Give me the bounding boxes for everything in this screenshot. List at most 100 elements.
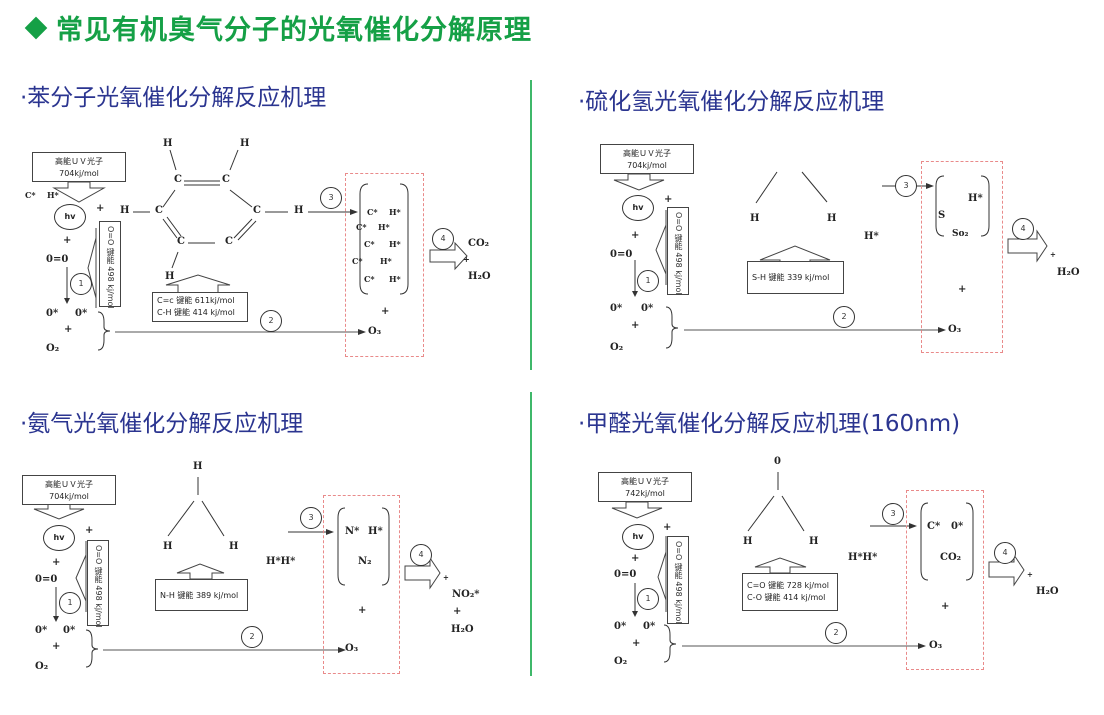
oxygen-bond-box: O=O 键能 498 kj/mol (99, 221, 121, 309)
plus-sign: + (63, 235, 72, 246)
vertical-divider-bottom (530, 392, 532, 676)
step-1-circle: 1 (70, 273, 92, 295)
plus-sign: + (631, 553, 640, 564)
step-3-circle: 3 (895, 175, 917, 197)
uv-down-arrow-icon (33, 502, 85, 520)
oxygen-bond-box: O=O 键能 498 kj/mol (667, 536, 689, 624)
step-1-circle: 1 (637, 270, 659, 292)
intermediate: S (938, 210, 946, 221)
section-title-h2s: ·硫化氢光氧催化分解反应机理 (578, 89, 885, 115)
bracket-line (359, 183, 369, 295)
bond-energy-ch: C-H 键能 414 kj/mol (157, 308, 235, 317)
plus-sign: + (85, 525, 94, 536)
step-4-circle: 4 (994, 542, 1016, 564)
o-radical: 0* (614, 621, 627, 632)
section-title-benzene: ·苯分子光氧催化分解反应机理 (20, 85, 327, 111)
step-4-circle: 4 (1012, 218, 1034, 240)
bond-line (162, 189, 176, 208)
step2-arrow-icon (938, 327, 946, 333)
step4-arrow-icon (988, 553, 1025, 587)
bond-energy-co-single: C-O 键能 414 kj/mol (747, 593, 826, 602)
plus-sign: + (381, 306, 390, 317)
uv-down-arrow-icon (611, 501, 663, 519)
intermediate: H* (380, 256, 392, 266)
brace-icon (663, 624, 677, 663)
radical-c: C* (25, 190, 36, 200)
intermediate: 0* (951, 521, 964, 532)
o3-label: O₃ (929, 640, 943, 651)
bond-line (747, 495, 775, 532)
step4-arrow-icon (404, 556, 441, 590)
bond-left-arrow-icon (87, 228, 97, 308)
step4-arrow-icon (429, 241, 468, 271)
step1-arrow-icon (64, 298, 70, 304)
plus-sign: + (96, 203, 105, 214)
bond-line (162, 218, 178, 239)
intermediate: C* (927, 521, 941, 532)
intermediate-box (345, 173, 424, 357)
bracket-line (935, 175, 945, 237)
bracket-line (920, 502, 929, 581)
uv-down-arrow-icon (613, 173, 665, 191)
step2-arrow-icon (358, 329, 366, 335)
o-radical: 0* (35, 625, 48, 636)
bond-line (167, 500, 195, 537)
uv-photon-box: 高能ＵＶ光子 742kj/mol (598, 472, 692, 502)
o3-label: O₃ (948, 324, 962, 335)
section-title-formaldehyde: ·甲醛光氧催化分解反应机理(160nm) (578, 411, 961, 437)
bond-energy-sh: S-H 键能 339 kj/mol (752, 273, 830, 282)
uv-photon-label: 高能ＵＶ光子 (621, 477, 669, 486)
step3-arrow-icon (350, 209, 358, 215)
o2-label: O₂ (46, 343, 60, 354)
step-1-circle: 1 (59, 592, 81, 614)
free-radicals: H*H* (848, 552, 878, 563)
bond-energy-box: C=c 键能 611kj/mol C-H 键能 414 kj/mol (152, 292, 248, 322)
oxygen-bond-box: O=O 键能 498 kj/mol (667, 207, 689, 295)
o-radical: 0* (641, 303, 654, 314)
product-co2: CO₂ (468, 238, 490, 249)
step-3-circle: 3 (300, 507, 322, 529)
step-2-circle: 2 (833, 306, 855, 328)
uv-photon-energy: 704kj/mol (59, 169, 99, 178)
step-1-circle: 1 (637, 588, 659, 610)
oxygen-bond-box: O=O 键能 498 kj/mol (87, 540, 109, 628)
bond-left-arrow-icon (655, 210, 667, 285)
atom-h: H (240, 138, 250, 149)
uv-photon-energy: 704kj/mol (627, 161, 667, 170)
panel-benzene-lines (52, 149, 468, 351)
panel-h2s: 高能ＵＶ光子 704kj/mol hv + + 0=0 O=O 键能 498 k… (570, 130, 1104, 390)
bond-energy-co-double: C=O 键能 728 kj/mol (747, 581, 829, 590)
o-radical: 0* (643, 621, 656, 632)
hv-photon-circle: hv (622, 195, 654, 221)
step1-arrow-icon (632, 611, 638, 617)
bond-left-arrow-icon (657, 536, 667, 612)
radical-h: H* (47, 190, 59, 200)
bond-line (166, 216, 182, 237)
intermediate: H* (389, 274, 401, 284)
atom-c: C (177, 236, 185, 247)
plus-sign: + (663, 522, 672, 533)
bond-line (801, 171, 828, 203)
panel-benzene: 高能ＵＶ光子 704kj/mol C* H* hv + + 0=0 O=O 键能… (0, 130, 540, 390)
bond-line (201, 500, 225, 537)
uv-photon-box: 高能ＵＶ光子 704kj/mol (600, 144, 694, 174)
atom-h: H (120, 205, 130, 216)
intermediate: C* (364, 239, 375, 249)
atom-c: C (225, 236, 233, 247)
atom-o: 0 (774, 456, 781, 467)
step3-arrow-icon (909, 523, 917, 529)
free-radicals: H* (864, 231, 879, 242)
oxygen-molecule: 0=0 (35, 574, 58, 585)
product-h2o: H₂O (451, 624, 474, 635)
step2-arrow-icon (918, 643, 926, 649)
hv-photon-circle: hv (622, 524, 654, 550)
intermediate: CO₂ (940, 552, 962, 563)
bond-energy-box: C=O 键能 728 kj/mol C-O 键能 414 kj/mol (742, 573, 838, 611)
uv-photon-label: 高能ＵＶ光子 (55, 157, 103, 166)
plus-sign: + (664, 194, 673, 205)
plus-sign: + (453, 606, 462, 617)
step3-arrow-icon (326, 529, 334, 535)
o2-label: O₂ (610, 342, 624, 353)
bond-energy-cc: C=c 键能 611kj/mol (157, 296, 235, 305)
intermediate: C* (356, 222, 367, 232)
